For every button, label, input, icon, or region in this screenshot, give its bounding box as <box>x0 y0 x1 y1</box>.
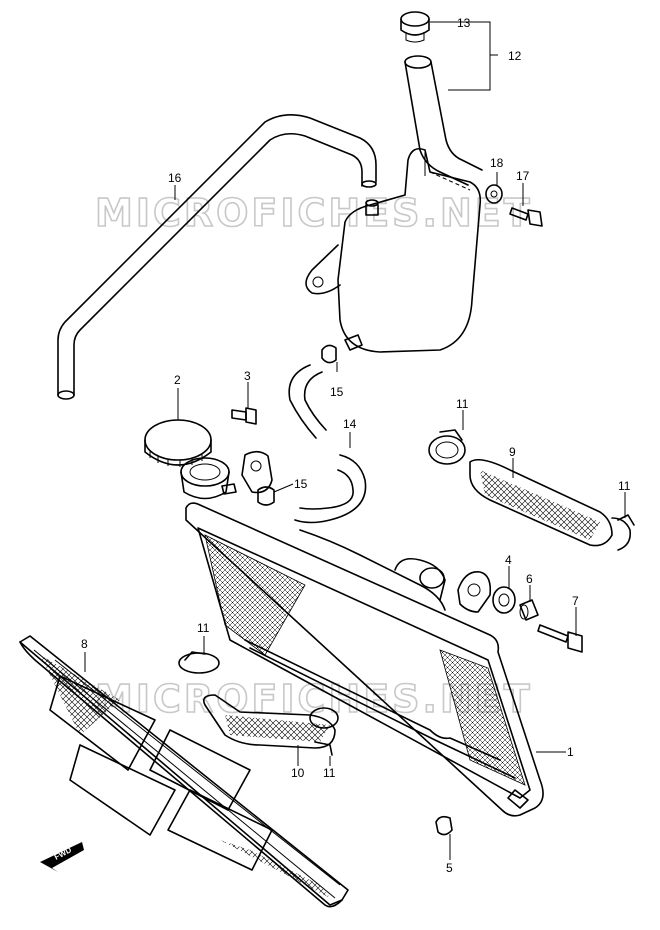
grille-8 <box>19 635 349 908</box>
collar-6 <box>519 599 539 621</box>
clamp-15-upper <box>321 344 337 364</box>
hose-9 <box>428 429 635 551</box>
bolt-17 <box>509 207 543 227</box>
callout-18: 18 <box>490 156 504 170</box>
callout-2: 2 <box>174 373 181 387</box>
radiator-cap-2 <box>144 419 212 467</box>
callout-1: 1 <box>567 745 574 759</box>
hose-10 <box>178 651 339 756</box>
leader-lines <box>84 21 626 860</box>
callout-11-lower: 11 <box>197 621 210 635</box>
screw-3 <box>231 407 257 425</box>
callout-11-upper: 11 <box>456 397 469 411</box>
callout-10: 10 <box>291 766 305 780</box>
callout-15-upper: 15 <box>330 385 344 399</box>
watermark-top: MICROFICHES.NET <box>95 191 533 235</box>
callout-3: 3 <box>244 369 251 383</box>
callout-16: 16 <box>168 171 182 185</box>
callout-15-lower: 15 <box>294 477 308 491</box>
callouts: 13 12 16 18 17 2 3 15 14 11 9 11 15 4 6 … <box>81 16 631 875</box>
callout-12: 12 <box>508 49 522 63</box>
callout-11-bottom: 11 <box>323 766 336 780</box>
callout-7: 7 <box>572 594 579 608</box>
fwd-arrow-icon: FWD <box>40 842 84 872</box>
callout-14: 14 <box>343 417 357 431</box>
bolt-7 <box>537 624 583 653</box>
callout-9: 9 <box>509 445 516 459</box>
clip-5 <box>435 815 453 836</box>
radiator-1 <box>185 502 544 817</box>
callout-6: 6 <box>526 572 533 586</box>
reservoir-cap-13 <box>400 11 430 43</box>
grommet-4 <box>492 586 516 614</box>
clamp-15-lower <box>257 486 275 506</box>
callout-17: 17 <box>516 169 530 183</box>
reservoir-tank-12 <box>305 55 483 353</box>
callout-13: 13 <box>457 16 471 30</box>
callout-8: 8 <box>81 637 88 651</box>
callout-11-right: 11 <box>618 479 631 493</box>
hose-14 <box>288 364 367 524</box>
overflow-hose-16 <box>57 114 377 400</box>
washer-18 <box>485 184 503 204</box>
filler-neck <box>180 450 273 500</box>
callout-5: 5 <box>446 861 453 875</box>
callout-4: 4 <box>505 553 512 567</box>
